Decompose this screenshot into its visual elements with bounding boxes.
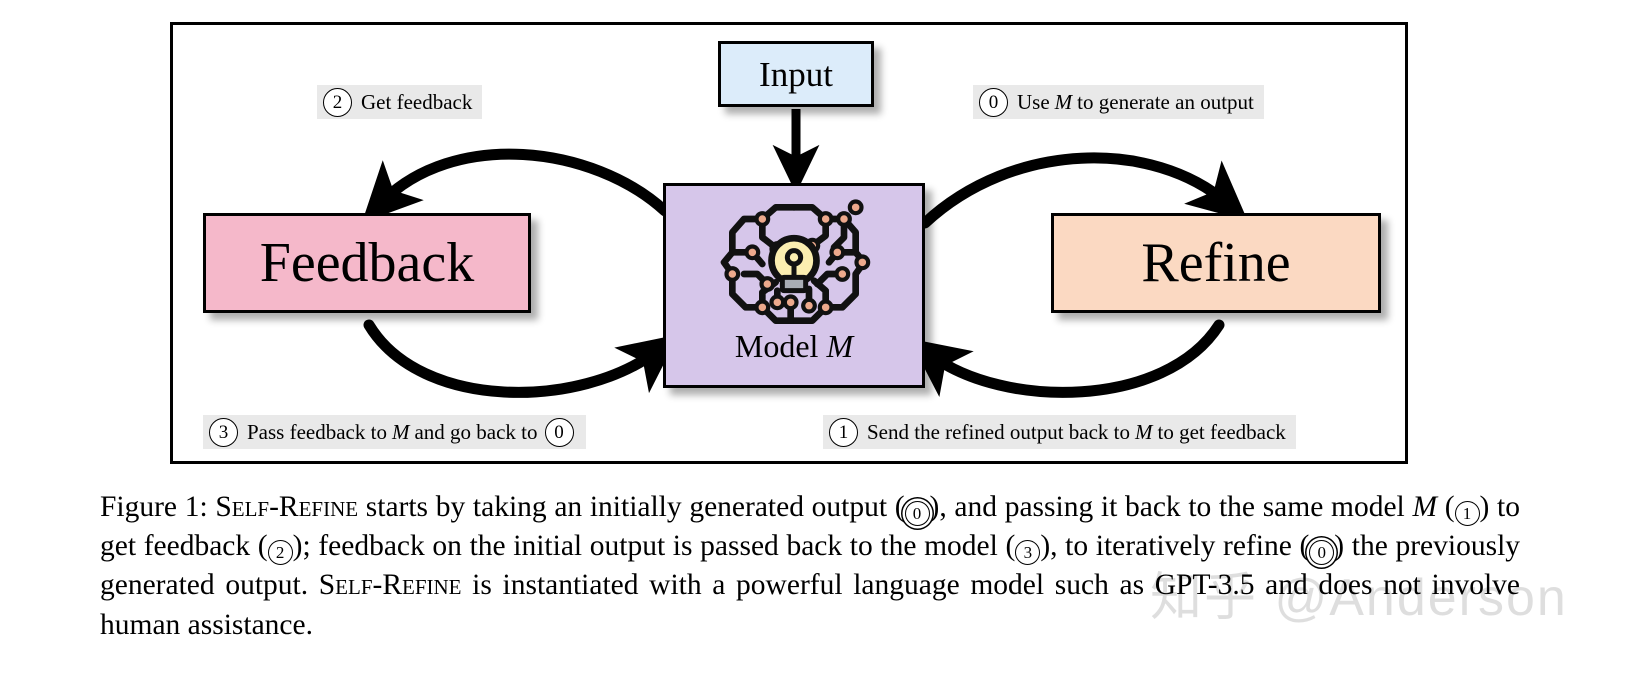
arrow-model-to-refine bbox=[919, 152, 1248, 229]
step-0-text-after: to generate an output bbox=[1077, 89, 1254, 114]
step-label-3[interactable]: 3 Pass feedback to M and go back to 0 bbox=[203, 415, 586, 449]
arrow-model-to-feedback bbox=[361, 148, 671, 223]
caption-part3: ( bbox=[1444, 491, 1455, 523]
model-label-prefix: Model bbox=[734, 328, 819, 364]
step-number-2: 2 bbox=[323, 87, 352, 117]
step-label-2[interactable]: 2 Get feedback bbox=[317, 85, 483, 119]
step-1-text-before: Send the refined output back to bbox=[867, 419, 1131, 444]
step-1-symbol: M bbox=[1135, 419, 1153, 444]
caption-part1: starts by taking an initially generated … bbox=[365, 491, 905, 523]
diagram-frame: Input Feedback Refine bbox=[170, 22, 1408, 464]
step-number-1: 1 bbox=[829, 417, 858, 447]
step-label-0[interactable]: 0 Use M to generate an output bbox=[973, 85, 1264, 119]
step-0-symbol: M bbox=[1054, 89, 1073, 114]
model-label-symbol: M bbox=[826, 328, 854, 364]
step-1-text-after: to get feedback bbox=[1157, 419, 1286, 444]
step-text-1: Send the refined output back to M to get… bbox=[867, 420, 1286, 445]
node-feedback[interactable]: Feedback bbox=[203, 213, 531, 313]
step-label-1[interactable]: 1 Send the refined output back to M to g… bbox=[823, 415, 1296, 449]
step-number-3: 3 bbox=[209, 417, 238, 447]
step-number-0: 0 bbox=[979, 87, 1008, 117]
caption-part8: is instantiated with a powerful language… bbox=[100, 569, 1520, 641]
arrow-feedback-to-model bbox=[363, 319, 679, 398]
step-text-2: Get feedback bbox=[361, 90, 472, 115]
node-feedback-label: Feedback bbox=[259, 232, 475, 294]
brain-circuit-lightbulb-icon bbox=[720, 199, 871, 324]
node-model-label: Model M bbox=[735, 330, 853, 362]
caption-circle-0a: 0 bbox=[904, 501, 930, 526]
caption-circle-1: 1 bbox=[1454, 501, 1480, 526]
caption-prefix: Figure 1: bbox=[100, 491, 208, 523]
caption-method-name-2: Self-Refine bbox=[318, 569, 462, 602]
step-2-text: Get feedback bbox=[361, 89, 473, 114]
caption-method-name: Self-Refine bbox=[215, 491, 359, 523]
step-text-0: Use M to generate an output bbox=[1017, 90, 1254, 115]
step-3-text-after: and go back to bbox=[414, 419, 538, 444]
caption-part7: ) the previously generated output. bbox=[100, 530, 1521, 602]
step-3-symbol: M bbox=[391, 419, 410, 444]
arrow-refine-to-model bbox=[908, 319, 1225, 398]
step-text-3: Pass feedback to M and go back to 0 bbox=[247, 417, 576, 447]
lightbulb-icon bbox=[768, 234, 820, 294]
caption-part4: ) to get feedback ( bbox=[100, 491, 1520, 563]
caption-part6: ), to iteratively refine ( bbox=[1040, 530, 1310, 563]
node-input[interactable]: Input bbox=[718, 41, 874, 107]
step-3-text-before: Pass feedback to bbox=[247, 419, 387, 444]
step-0-text-before: Use bbox=[1017, 89, 1050, 114]
node-refine-label: Refine bbox=[1141, 232, 1291, 294]
caption-circle-3: 3 bbox=[1015, 540, 1041, 566]
node-refine[interactable]: Refine bbox=[1051, 213, 1381, 313]
step-3-trailing-number: 0 bbox=[544, 417, 574, 447]
node-model[interactable]: Model M bbox=[663, 183, 925, 388]
caption-part2: ), and passing it back to the same model bbox=[929, 491, 1405, 523]
caption-part5: ); feedback on the initial output is pas… bbox=[292, 530, 1016, 563]
figure-caption: Figure 1: Self-Refine starts by taking a… bbox=[100, 488, 1520, 645]
node-input-label: Input bbox=[759, 54, 833, 94]
caption-symbol-m: M bbox=[1412, 491, 1438, 523]
arrow-layer bbox=[361, 109, 1248, 398]
caption-circle-0b: 0 bbox=[1309, 540, 1335, 566]
caption-circle-2: 2 bbox=[267, 540, 293, 566]
